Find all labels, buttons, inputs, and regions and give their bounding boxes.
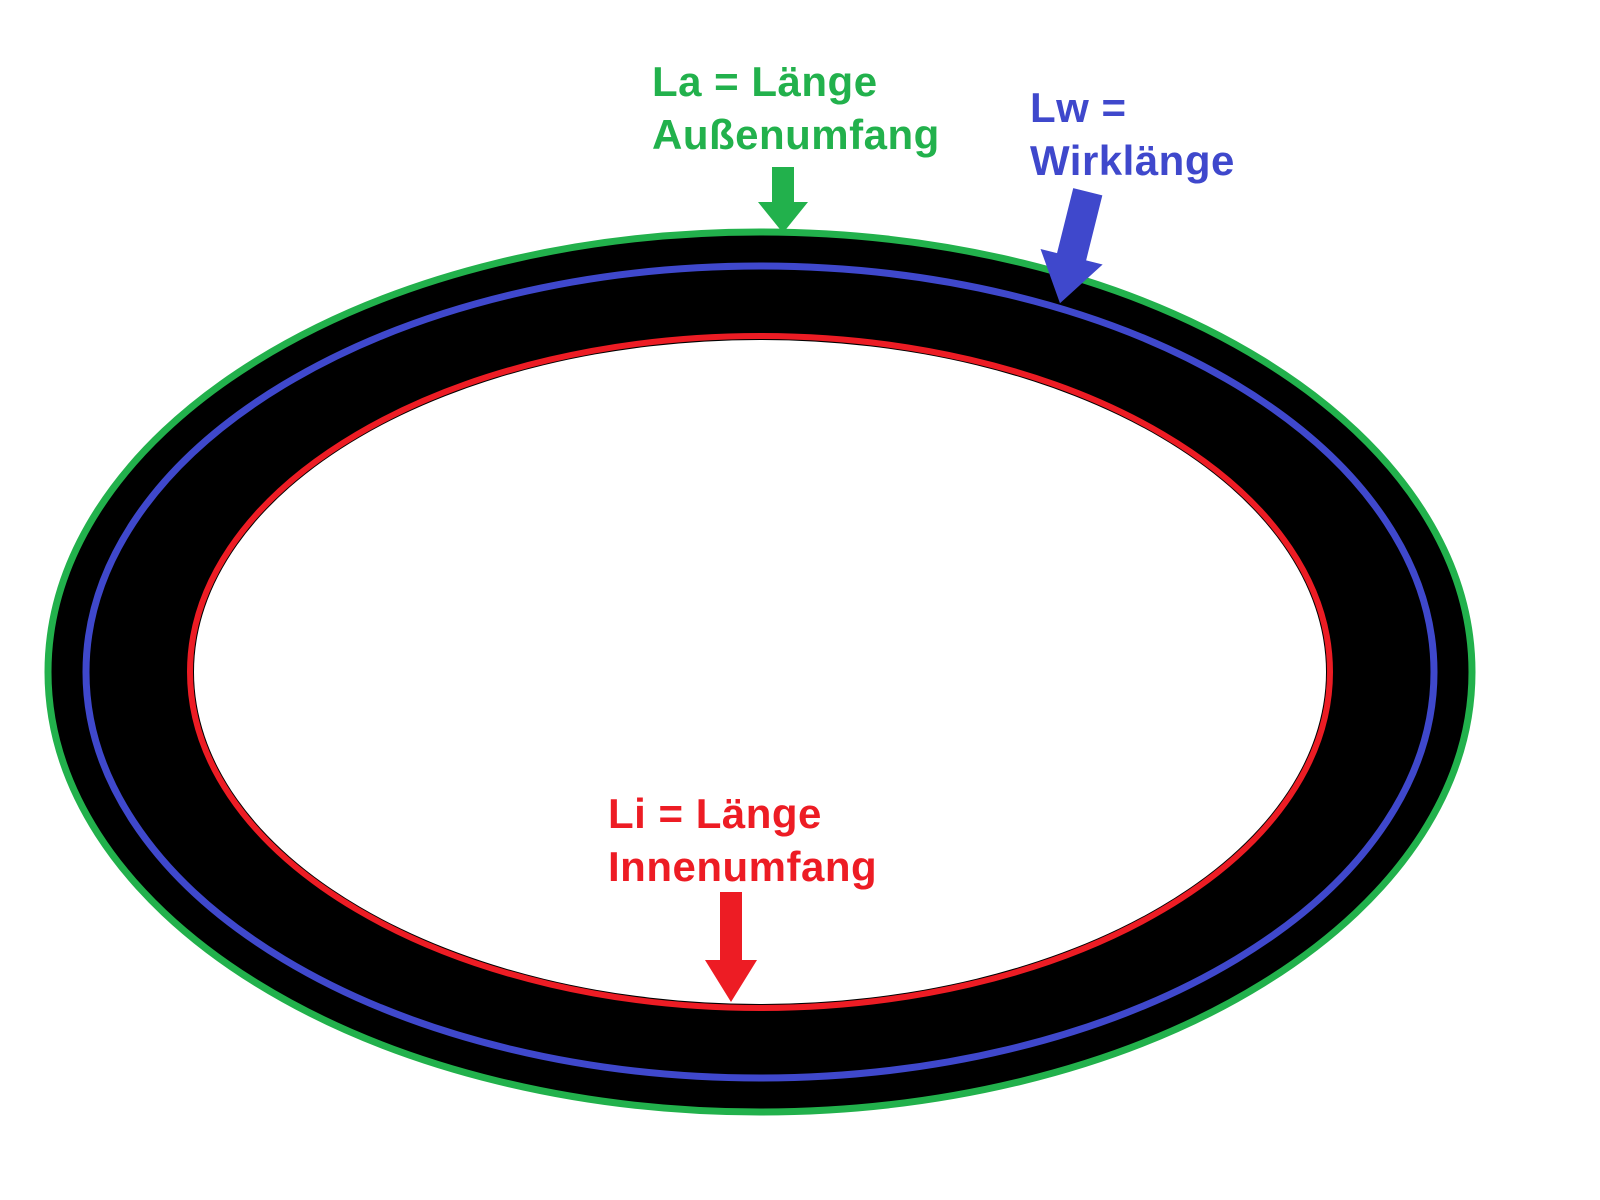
effective-down-arrow-icon <box>1040 188 1103 304</box>
outer-circumference-label: La = Länge Außenumfang <box>652 56 940 162</box>
effective-length-label: Lw = Wirklänge <box>1030 82 1235 188</box>
effective-length-label-line2: Wirklänge <box>1030 136 1235 184</box>
effective-length-ellipse <box>82 262 1438 1082</box>
inner-circumference-label: Li = Länge Innenumfang <box>608 788 877 894</box>
inner-circumference-ellipse <box>187 333 1333 1011</box>
inner-circumference-label-line2: Innenumfang <box>608 842 878 890</box>
outer-down-arrow-icon <box>758 167 808 233</box>
belt-inner-hole <box>194 340 1326 1004</box>
outer-circumference-label-line1: La = Länge <box>652 58 878 105</box>
effective-length-label-line1: Lw = <box>1030 84 1127 131</box>
inner-circumference-label-line1: Li = Länge <box>608 790 822 837</box>
outer-circumference-ellipse <box>44 228 1476 1116</box>
outer-circumference-label-line2: Außenumfang <box>652 110 940 158</box>
inner-down-arrow-icon <box>705 892 757 1002</box>
